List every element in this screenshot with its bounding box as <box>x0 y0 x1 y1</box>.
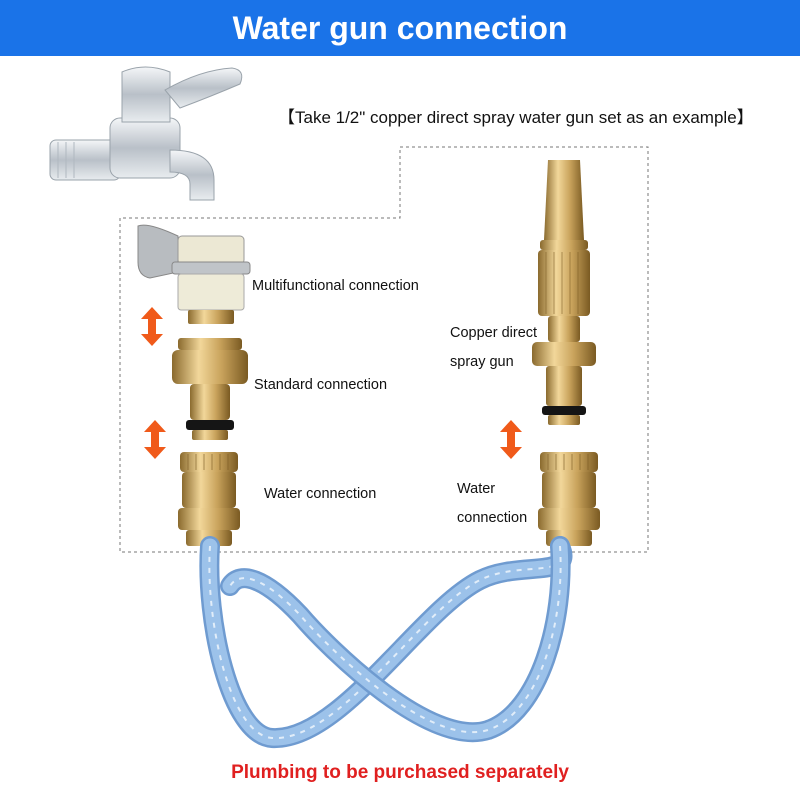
double-arrow-icon <box>500 420 522 459</box>
label-water-left: Water connection <box>264 486 377 502</box>
label-gun-line2: spray gun <box>450 354 514 370</box>
label-gun-line1: Copper direct <box>450 325 538 341</box>
brass-connector-icon <box>178 452 240 546</box>
label-water-right-line1: Water <box>457 481 496 497</box>
multifunctional-connector <box>137 224 251 324</box>
brass-connector-icon <box>172 338 248 440</box>
label-standard: Standard connection <box>254 377 388 393</box>
header-bar: Water gun connection <box>0 0 800 56</box>
label-multifunctional: Multifunctional connection <box>252 278 419 294</box>
spray-gun-icon <box>532 160 596 425</box>
hose-icon <box>199 536 573 748</box>
double-arrow-icon <box>144 420 166 459</box>
label-water-right-line2: connection <box>457 510 528 526</box>
brass-connector-icon <box>538 452 600 546</box>
double-arrow-icon <box>141 307 163 346</box>
footer-note: Plumbing to be purchased separately <box>231 762 569 783</box>
page-title: Water gun connection <box>232 9 568 46</box>
subtitle: 【Take 1/2" copper direct spray water gun… <box>278 108 754 127</box>
faucet-icon <box>49 66 243 201</box>
dashed-outline <box>119 146 649 553</box>
